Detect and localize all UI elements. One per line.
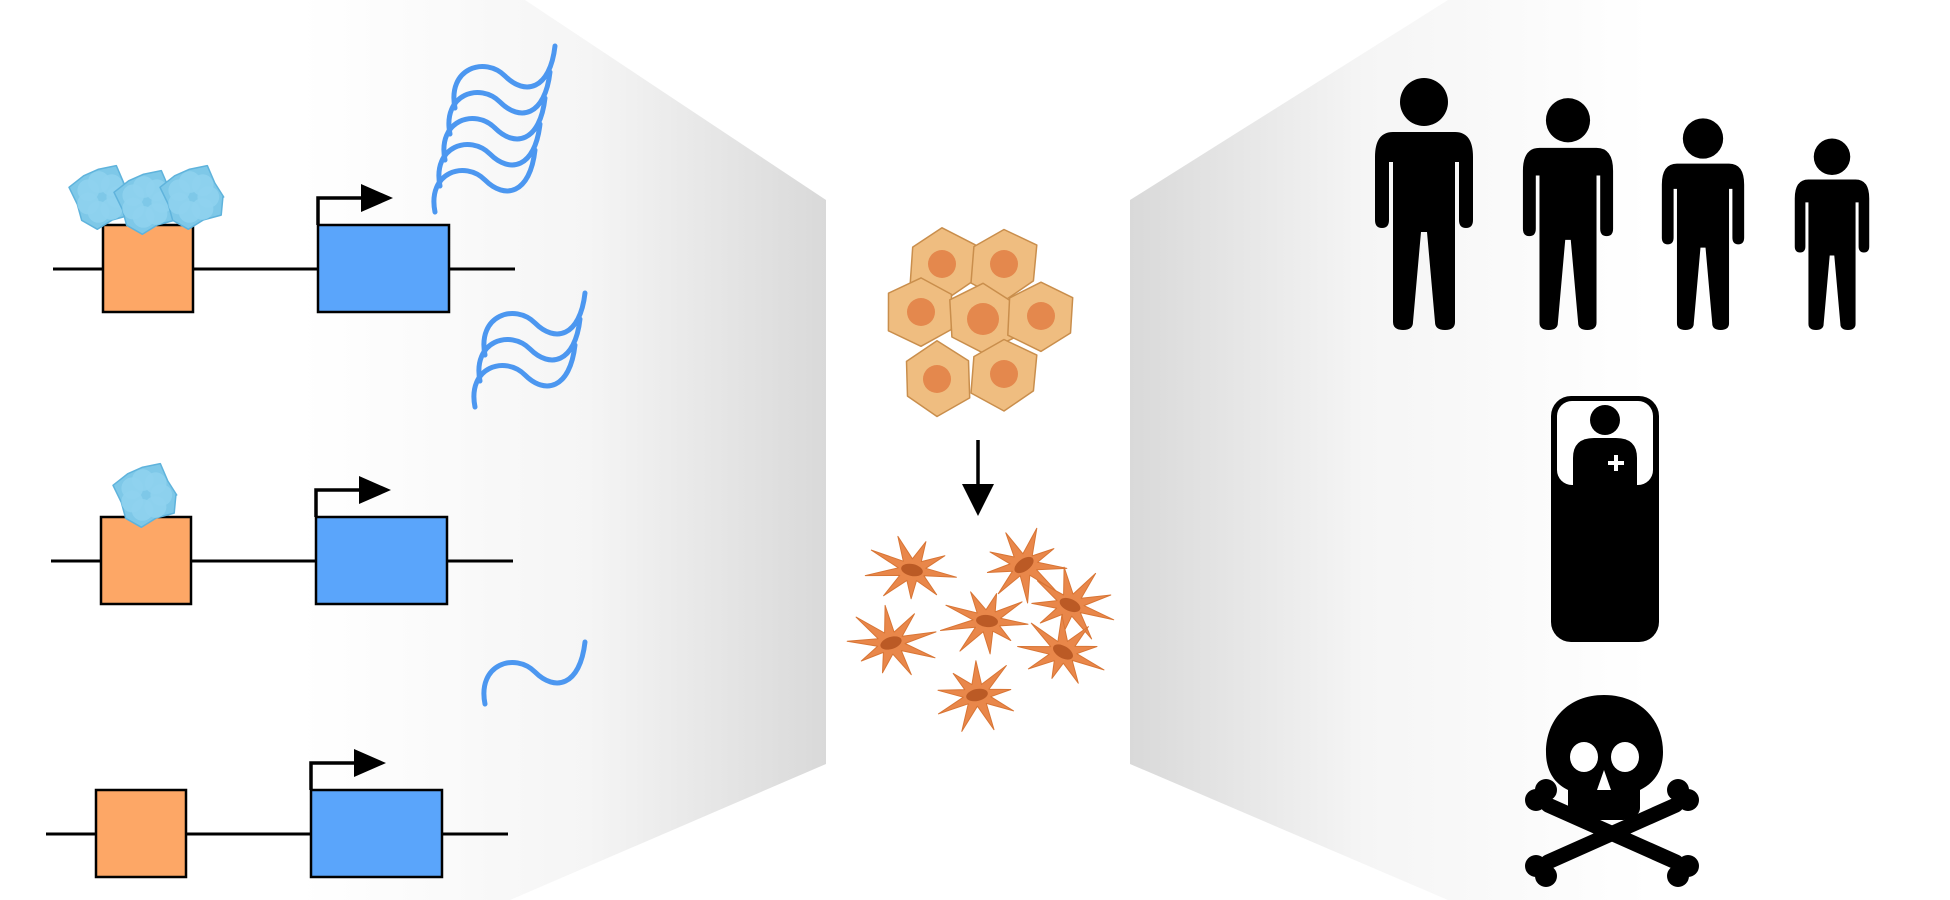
person-silhouette-icon [1375,78,1473,330]
cell-nucleus [966,688,988,702]
mrna-transcript [481,639,588,707]
cell-nucleus [1053,644,1073,660]
down-arrow-icon [962,440,994,516]
mesenchymal-cell [986,527,1068,604]
cell-nucleus [1027,302,1055,330]
regulatory-element [94,788,188,879]
mrna-transcript [451,43,558,111]
transcription-row-low [46,639,588,879]
person-silhouette-icon [1794,138,1870,330]
transcription-rows [46,43,588,879]
epithelial-cell-cluster [887,227,1074,418]
promoter-arrow-icon [314,476,391,517]
cell-nucleus [923,365,951,393]
regulatory-element [99,515,193,606]
mesenchymal-cell [937,660,1015,732]
right-wall-panel [1130,0,1650,900]
cell-nucleus [990,250,1018,278]
cell-nucleus [907,298,935,326]
mesenchymal-cell [1017,614,1105,684]
gene-box [316,223,451,314]
cell-nucleus [928,250,956,278]
person-silhouettes-group [1375,78,1870,330]
mesenchymal-cell [864,535,957,600]
gene-box [309,788,444,879]
cell-nucleus [880,636,902,650]
transcription-row-medium [51,290,588,606]
bound-protein [112,462,178,529]
cell-nucleus [901,563,923,577]
epithelial-cell [970,338,1038,412]
epithelial-cell [905,339,971,418]
hospital-bed-patient-icon [1551,396,1659,642]
mrna-transcript [481,290,588,358]
promoter-arrow-icon [316,184,393,225]
cell-nucleus [967,303,999,335]
promoter-arrow-icon [309,749,386,790]
cell-nucleus [1059,597,1081,613]
bound-protein [159,164,225,231]
cell-transition [846,227,1115,732]
mesenchymal-cell [1031,566,1115,640]
cell-nucleus [1014,556,1034,574]
epithelial-cell [887,277,953,348]
epithelial-cell [1007,281,1074,353]
mesenchymal-cell [846,604,937,676]
person-silhouette-icon [1522,98,1614,330]
bound-protein [68,164,134,231]
cell-nucleus [976,614,998,628]
mesenchymal-cells [846,527,1115,732]
mesenchymal-cell [940,591,1029,655]
regulatory-element [101,223,195,314]
person-silhouette-icon [1661,118,1745,330]
gene-box [314,515,449,606]
skull-crossbones-icon [1525,695,1699,887]
cell-nucleus [990,360,1018,388]
transcription-row-high [53,43,558,314]
